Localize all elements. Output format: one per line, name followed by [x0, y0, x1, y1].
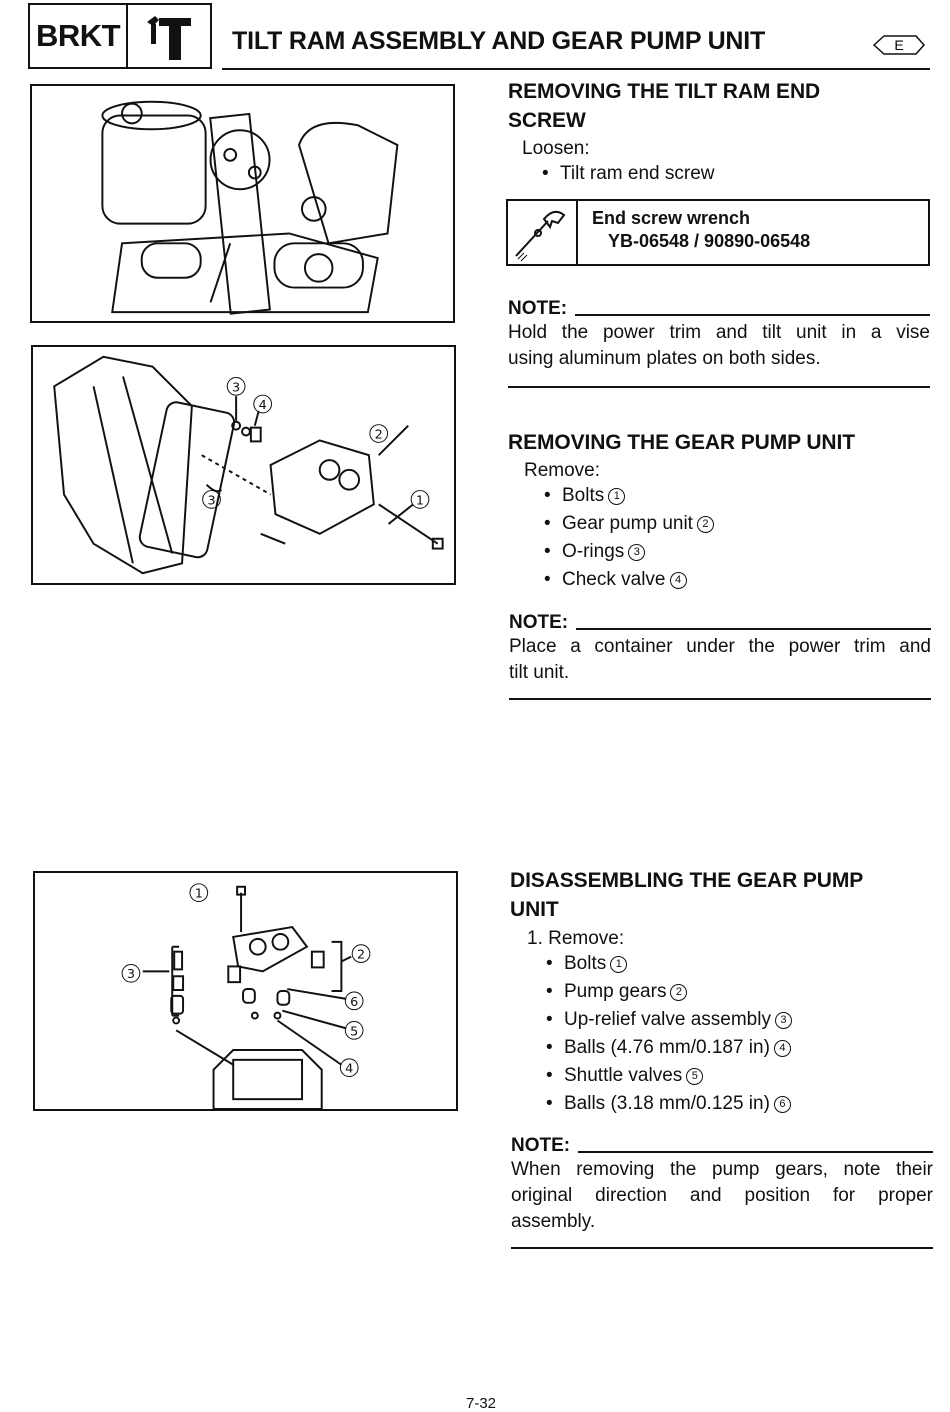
ref-callout: 4: [773, 1040, 791, 1057]
ref-callout: 2: [696, 516, 714, 533]
section3-item-text: Balls (3.18 mm/0.125 in): [564, 1093, 770, 1114]
section3-item-text: Up-relief valve assembly: [564, 1009, 771, 1030]
bracket-icon: [128, 5, 210, 67]
section-code: BRKT: [30, 5, 128, 67]
fig2-callout-3-top: 3: [232, 380, 240, 395]
fig3-callout-5: 5: [350, 1024, 358, 1039]
figure-gear-pump-removal: 3 4 2 1 3: [31, 345, 456, 585]
header-rule: [222, 68, 930, 70]
section3-intro: 1. Remove:: [527, 928, 625, 949]
section3-item: •Balls (3.18 mm/0.125 in)6: [546, 1090, 792, 1118]
note-3-line3: assembly.: [511, 1211, 596, 1232]
fig3-callout-6: 6: [350, 995, 358, 1010]
section3-item: •Balls (4.76 mm/0.187 in)4: [546, 1034, 792, 1062]
section1-heading-line1: REMOVING THE TILT RAM END: [508, 80, 821, 103]
note-3-end-rule: [511, 1247, 933, 1249]
ref-callout: 6: [773, 1096, 791, 1113]
section3-item-text: Balls (4.76 mm/0.187 in): [564, 1037, 770, 1058]
page-title: TILT RAM ASSEMBLY AND GEAR PUMP UNIT: [232, 27, 766, 55]
note-2-line1: Place a container under the power trim a…: [509, 636, 931, 657]
section2-intro: Remove:: [524, 460, 601, 481]
fig3-callout-1: 1: [195, 887, 203, 902]
wrench-icon: [508, 201, 578, 264]
section3-item-text: Shuttle valves: [564, 1065, 683, 1086]
section1-heading: REMOVING THE TILT RAM END SCREW: [508, 77, 820, 135]
section2-item-text: O-rings: [562, 541, 625, 562]
fig3-callout-3: 3: [127, 967, 135, 982]
note-3-label: NOTE:: [511, 1135, 571, 1156]
note-2-rule: [576, 628, 931, 630]
note-3: NOTE: When removing the pump gears, note…: [511, 1135, 933, 1249]
ref-callout: 1: [610, 956, 628, 973]
note-2: NOTE: Place a container under the power …: [509, 612, 931, 700]
note-3-line1: When removing the pump gears, note their: [511, 1159, 933, 1180]
tool-name: End screw wrench: [592, 208, 751, 228]
note-1-end-rule: [508, 386, 930, 388]
section2-item-text: Check valve: [562, 569, 666, 590]
note-3-rule: [578, 1151, 933, 1153]
language-badge-label: E: [894, 37, 903, 53]
note-1-label: NOTE:: [508, 298, 568, 319]
section-tab: BRKT: [28, 3, 212, 69]
fig2-callout-4: 4: [259, 398, 267, 413]
note-2-end-rule: [509, 698, 931, 700]
section3-heading-line2: UNIT: [510, 898, 559, 921]
ref-callout: 5: [686, 1068, 704, 1085]
note-3-line2: original direction and position for prop…: [511, 1185, 933, 1206]
section3-heading-line1: DISASSEMBLING THE GEAR PUMP: [510, 869, 864, 892]
language-badge: E: [872, 34, 926, 56]
ref-callout: 1: [608, 488, 626, 505]
ref-callout: 2: [670, 984, 688, 1001]
fig2-callout-3-bottom: 3: [207, 493, 215, 508]
section2-heading: REMOVING THE GEAR PUMP UNIT: [508, 431, 855, 454]
figure-gear-pump-disassembly: 1 2 3 6 5 4: [33, 871, 458, 1111]
tool-part-number: YB-06548 / 90890-06548: [608, 231, 811, 251]
page-number: 7-32: [466, 1395, 497, 1412]
ref-callout: 4: [669, 572, 687, 589]
note-1: NOTE: Hold the power trim and tilt unit …: [508, 298, 930, 388]
fig2-callout-2: 2: [375, 427, 383, 442]
fig3-callout-2: 2: [357, 948, 365, 963]
ref-callout: 3: [774, 1012, 792, 1029]
section1-item: • Tilt ram end screw: [542, 160, 715, 188]
fig3-callout-4: 4: [345, 1062, 353, 1077]
note-1-line1: Hold the power trim and tilt unit in a v…: [508, 322, 930, 343]
section3-heading: DISASSEMBLING THE GEAR PUMP UNIT: [510, 866, 863, 924]
section2-item-text: Bolts: [562, 485, 605, 506]
note-2-label: NOTE:: [509, 612, 569, 633]
note-1-line2: using aluminum plates on both sides.: [508, 348, 821, 369]
note-1-rule: [575, 314, 930, 316]
section1-intro: Loosen:: [522, 138, 590, 159]
section1-item-text: Tilt ram end screw: [560, 163, 715, 184]
section3-item-text: Bolts: [564, 953, 607, 974]
special-tool-box: End screw wrench YB-06548 / 90890-06548: [506, 199, 930, 266]
bullet: •: [542, 163, 549, 184]
section3-item-text: Pump gears: [564, 981, 667, 1002]
section1-heading-line2: SCREW: [508, 109, 586, 132]
fig2-callout-1: 1: [416, 493, 424, 508]
section2-item-text: Gear pump unit: [562, 513, 693, 534]
figure-tilt-ram-end-screw: [30, 84, 455, 323]
ref-callout: 3: [628, 544, 646, 561]
note-2-line2: tilt unit.: [509, 662, 570, 683]
